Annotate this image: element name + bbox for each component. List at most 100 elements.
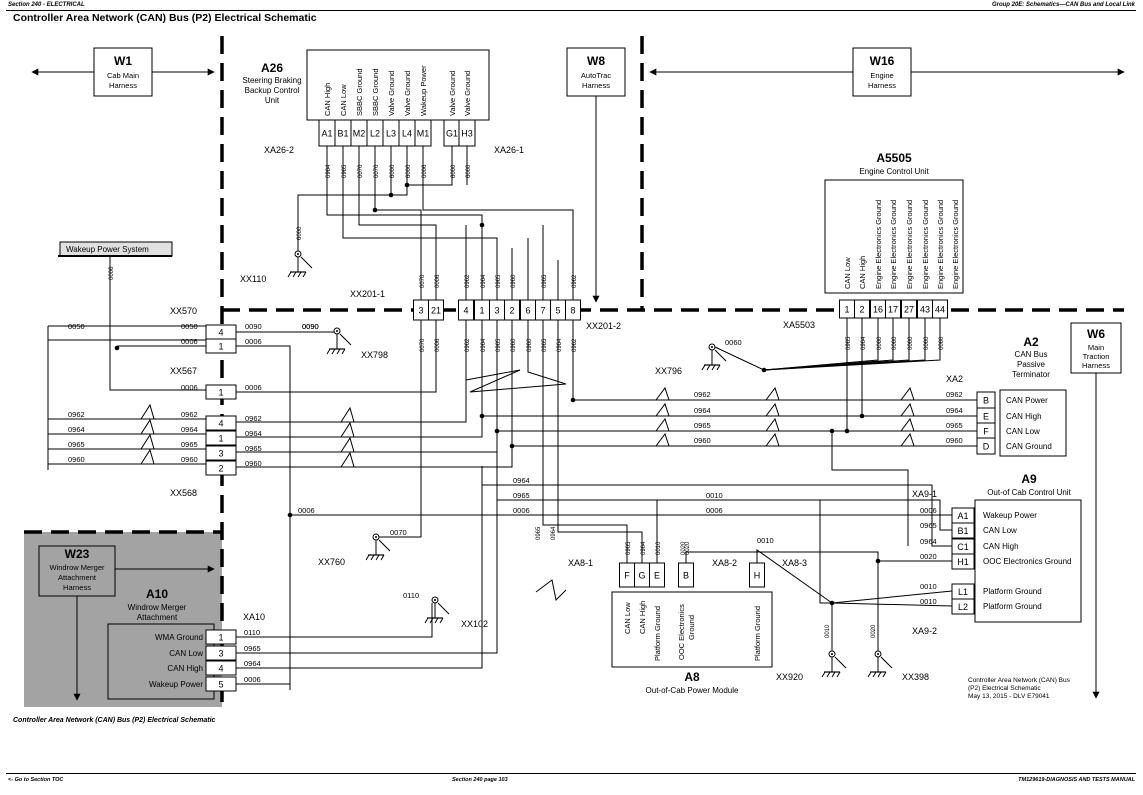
bus-right-0965: 0965 bbox=[245, 444, 262, 453]
xx201-pin-9-label: 8 bbox=[570, 306, 575, 316]
svg-text:XA9-2: XA9-2 bbox=[912, 626, 937, 636]
a26-pin-L2-label: L2 bbox=[370, 129, 380, 139]
a2-function-2: CAN Low bbox=[1006, 427, 1040, 436]
xx201-lower-wire-4: 0965 bbox=[496, 338, 502, 352]
splice-dot bbox=[479, 222, 485, 228]
drawing-stamp: Controller Area Network (CAN) Bus (P2) E… bbox=[968, 677, 1070, 700]
bus-right-0960: 0960 bbox=[245, 459, 262, 468]
a9-wire-3: 0020 bbox=[920, 552, 937, 561]
svg-text:Passive: Passive bbox=[1017, 360, 1046, 369]
footer-toc-link[interactable]: <- Go to Section TOC bbox=[8, 777, 64, 783]
ecu-function-0: CAN Low bbox=[843, 257, 852, 289]
a10-pin-5-label: 5 bbox=[218, 680, 223, 690]
ecu-pin-17 bbox=[885, 299, 901, 319]
a26-wire-3: 0070 bbox=[374, 164, 380, 178]
a9-function-0: Wakeup Power bbox=[983, 511, 1037, 520]
svg-text:Windrow Merger: Windrow Merger bbox=[49, 563, 105, 572]
xx568-pin-3 bbox=[205, 460, 237, 476]
svg-text:XX567: XX567 bbox=[170, 366, 197, 376]
xx567-pin-1 bbox=[205, 384, 237, 400]
xx201-pin-9 bbox=[565, 299, 581, 321]
a26-pin-B1-label: B1 bbox=[337, 129, 348, 139]
xx201-pin-6-label: 6 bbox=[525, 306, 530, 316]
a26-pin-A1-label: A1 bbox=[321, 129, 332, 139]
figure-caption: Controller Area Network (CAN) Bus (P2) E… bbox=[13, 717, 216, 724]
a10-function-0: WMA Ground bbox=[155, 633, 203, 642]
ecu-pin-16-label: 16 bbox=[873, 305, 883, 315]
xx568-pin-0 bbox=[205, 415, 237, 431]
ecu-function-4: Engine Electronics Ground bbox=[905, 200, 914, 289]
a8-function-3b: Ground bbox=[687, 615, 696, 640]
a10-wire-0: 0110 bbox=[244, 628, 260, 637]
a8-pin-B-label: B bbox=[683, 571, 689, 581]
svg-text:XA8-1: XA8-1 bbox=[568, 558, 593, 568]
a26-pin-H3-label: H3 bbox=[461, 129, 473, 139]
svg-text:Unit: Unit bbox=[265, 96, 280, 105]
xx201-lower-wire-8: 0964 bbox=[557, 338, 563, 352]
a8-cross-0965: 0965 bbox=[536, 526, 542, 540]
a26-pin-M1 bbox=[414, 119, 432, 147]
xx201-upper-wire-4: 0965 bbox=[496, 274, 502, 288]
ecu-pin-44 bbox=[932, 299, 948, 319]
wire-0006-xx570-left: 0006 bbox=[181, 337, 198, 346]
bus-inner-0960: 0960 bbox=[181, 455, 198, 464]
xx201-pin-7-label: 7 bbox=[540, 306, 545, 316]
ecu-pin-44-label: 44 bbox=[935, 305, 945, 315]
ground-xx110-wire: 6000 bbox=[297, 226, 303, 240]
a26-function-8: Valve Ground bbox=[463, 71, 472, 116]
page-title: Controller Area Network (CAN) Bus (P2) E… bbox=[13, 12, 317, 24]
a2-wire-2: 0965 bbox=[946, 421, 963, 430]
bus-inner-0965: 0965 bbox=[181, 440, 198, 449]
svg-text:XX570: XX570 bbox=[170, 306, 197, 316]
svg-text:A26: A26 bbox=[261, 61, 283, 75]
a8-function-0: CAN Low bbox=[623, 602, 632, 634]
xx568-pin-3-label: 2 bbox=[218, 464, 223, 474]
svg-text:XA26-1: XA26-1 bbox=[494, 145, 524, 155]
xx201-upper-wire-1: 0006 bbox=[435, 274, 441, 288]
a10-pin-3-label: 3 bbox=[218, 649, 223, 659]
harness-w8: W8 AutoTrac Harness bbox=[566, 47, 626, 97]
bus-outer-0960: 0960 bbox=[68, 455, 85, 464]
xx201-lower-wire-1: 0006 bbox=[435, 338, 441, 352]
a26-steering-braking-backup-control-unit: A26 Steering Braking Backup Control Unit… bbox=[242, 49, 524, 178]
a8-wire-2: 0010 bbox=[656, 541, 662, 555]
a10-wire-3: 0006 bbox=[244, 675, 261, 684]
harness-w6: W6 Main Traction Harness bbox=[1070, 322, 1122, 374]
a8-pin-G-label: G bbox=[638, 571, 645, 581]
ecu-wire-5: 0060 bbox=[924, 336, 930, 350]
ecu-pin-43-label: 43 bbox=[920, 305, 930, 315]
svg-text:XX568: XX568 bbox=[170, 488, 197, 498]
bus-inner-0964: 0964 bbox=[181, 425, 198, 434]
a9-pin-H1-label: H1 bbox=[957, 557, 969, 567]
a10-function-2: CAN High bbox=[167, 664, 203, 673]
xx201-lower-wire-6: 0960 bbox=[527, 338, 533, 352]
svg-text:W8: W8 bbox=[587, 54, 605, 68]
ecu-pin-2 bbox=[854, 299, 870, 319]
svg-text:Main: Main bbox=[1088, 343, 1104, 352]
header-right: Group 20E: Schematics—CAN Bus and Local … bbox=[991, 2, 1135, 8]
wire-0006-xx570-right: 0006 bbox=[245, 337, 262, 346]
svg-text:Engine Control Unit: Engine Control Unit bbox=[859, 167, 929, 176]
xx568-pin-1 bbox=[205, 430, 237, 446]
ground-points: XX1106000XX7980090XX7960060XX7600070XX10… bbox=[240, 226, 929, 682]
xx201-upper-wire-2: 0962 bbox=[465, 274, 471, 288]
svg-text:Backup Control: Backup Control bbox=[245, 86, 300, 95]
splice-dot bbox=[479, 413, 485, 419]
a2-run-0: 0962 bbox=[694, 390, 711, 399]
ecu-function-6: Engine Electronics Ground bbox=[936, 200, 945, 289]
a9-pin-A1-label: A1 bbox=[957, 511, 968, 521]
a26-wire-5: 6000 bbox=[406, 164, 412, 178]
a9-function-2: CAN High bbox=[983, 542, 1019, 551]
a2-run-1: 0964 bbox=[694, 406, 711, 415]
a9-wire-0: 0006 bbox=[920, 506, 937, 515]
a9-function-3: OOC Electronics Ground bbox=[983, 557, 1071, 566]
header-left: Section 240 - ELECTRICAL bbox=[8, 2, 85, 8]
ecu-pin-27-label: 27 bbox=[904, 305, 914, 315]
wire-traces bbox=[47, 146, 977, 690]
a2-run-2: 0965 bbox=[694, 421, 711, 430]
